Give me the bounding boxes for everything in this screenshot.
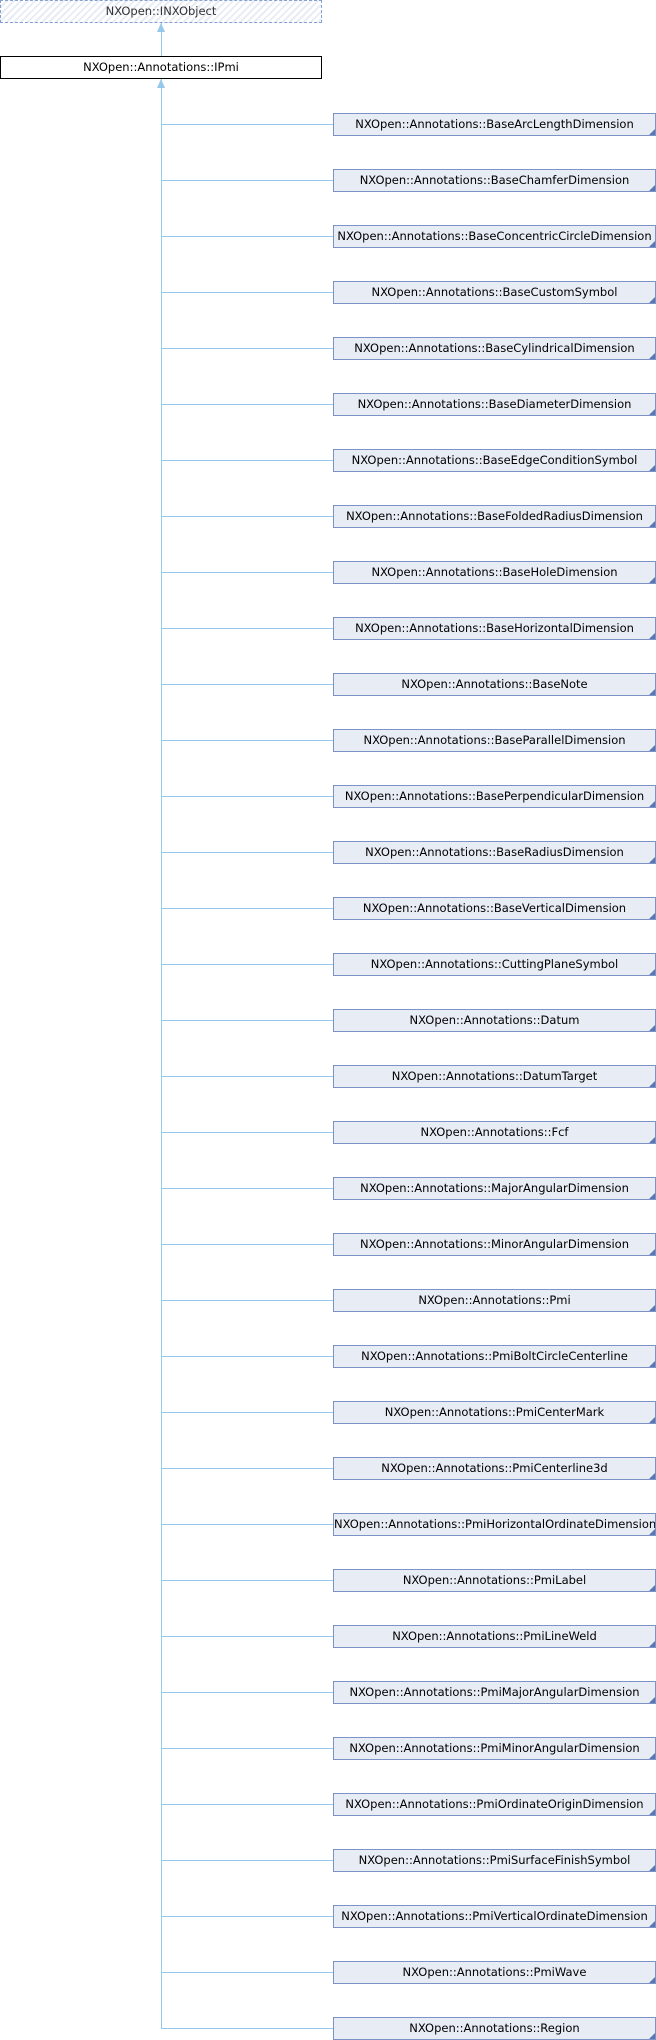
derived-class-node[interactable]: NXOpen::Annotations::MinorAngularDimensi…: [333, 1233, 656, 1256]
inheritance-branch-line: [161, 796, 333, 797]
derived-class-node[interactable]: NXOpen::Annotations::BaseNote: [333, 673, 656, 696]
inheritance-branch-line: [161, 1132, 333, 1133]
inheritance-branch-line: [161, 1580, 333, 1581]
derived-class-node[interactable]: NXOpen::Annotations::PmiBoltCircleCenter…: [333, 1345, 656, 1368]
inheritance-branch-line: [161, 572, 333, 573]
inheritance-branch-line: [161, 460, 333, 461]
inheritance-branch-line: [161, 348, 333, 349]
derived-class-node[interactable]: NXOpen::Annotations::BaseDiameterDimensi…: [333, 393, 656, 416]
derived-class-node[interactable]: NXOpen::Annotations::BaseRadiusDimension: [333, 841, 656, 864]
inheritance-branch-line: [161, 1412, 333, 1413]
inheritance-arrow-icon: [157, 79, 165, 88]
inheritance-branch-line: [161, 404, 333, 405]
derived-class-node[interactable]: NXOpen::Annotations::BaseParallelDimensi…: [333, 729, 656, 752]
derived-class-node[interactable]: NXOpen::Annotations::Region: [333, 2017, 656, 2040]
inheritance-trunk-line: [161, 79, 162, 2029]
derived-class-node[interactable]: NXOpen::Annotations::PmiOrdinateOriginDi…: [333, 1793, 656, 1816]
inheritance-branch-line: [161, 1020, 333, 1021]
inheritance-branch-line: [161, 1748, 333, 1749]
derived-class-node[interactable]: NXOpen::Annotations::CuttingPlaneSymbol: [333, 953, 656, 976]
inheritance-arrow-icon: [157, 23, 165, 32]
inheritance-branch-line: [161, 1972, 333, 1973]
inheritance-branch-line: [161, 2028, 333, 2029]
derived-class-node[interactable]: NXOpen::Annotations::PmiWave: [333, 1961, 656, 1984]
inheritance-branch-line: [161, 516, 333, 517]
inheritance-branch-line: [161, 1356, 333, 1357]
derived-class-node[interactable]: NXOpen::Annotations::BaseHoleDimension: [333, 561, 656, 584]
derived-class-node[interactable]: NXOpen::Annotations::BaseEdgeConditionSy…: [333, 449, 656, 472]
derived-class-node[interactable]: NXOpen::Annotations::Datum: [333, 1009, 656, 1032]
derived-class-node[interactable]: NXOpen::Annotations::PmiCenterline3d: [333, 1457, 656, 1480]
derived-class-node[interactable]: NXOpen::Annotations::BaseConcentricCircl…: [333, 225, 656, 248]
derived-class-node[interactable]: NXOpen::Annotations::BaseVerticalDimensi…: [333, 897, 656, 920]
derived-class-node[interactable]: NXOpen::Annotations::Fcf: [333, 1121, 656, 1144]
inheritance-branch-line: [161, 1468, 333, 1469]
inheritance-branch-line: [161, 1636, 333, 1637]
ancestor-class-node[interactable]: NXOpen::INXObject: [0, 0, 322, 23]
inheritance-line-ancestor: [161, 23, 162, 56]
inheritance-branch-line: [161, 124, 333, 125]
inheritance-branch-line: [161, 236, 333, 237]
derived-class-node[interactable]: NXOpen::Annotations::BaseCustomSymbol: [333, 281, 656, 304]
inheritance-branch-line: [161, 908, 333, 909]
inheritance-branch-line: [161, 292, 333, 293]
derived-class-node[interactable]: NXOpen::Annotations::Pmi: [333, 1289, 656, 1312]
derived-class-node[interactable]: NXOpen::Annotations::PmiSurfaceFinishSym…: [333, 1849, 656, 1872]
derived-class-node[interactable]: NXOpen::Annotations::BaseHorizontalDimen…: [333, 617, 656, 640]
derived-class-node[interactable]: NXOpen::Annotations::PmiLineWeld: [333, 1625, 656, 1648]
base-class-node: NXOpen::Annotations::IPmi: [0, 56, 322, 79]
derived-class-node[interactable]: NXOpen::Annotations::BaseChamferDimensio…: [333, 169, 656, 192]
inheritance-branch-line: [161, 1076, 333, 1077]
inheritance-branch-line: [161, 740, 333, 741]
inheritance-branch-line: [161, 852, 333, 853]
inheritance-branch-line: [161, 1188, 333, 1189]
derived-class-node[interactable]: NXOpen::Annotations::PmiLabel: [333, 1569, 656, 1592]
derived-class-node[interactable]: NXOpen::Annotations::PmiMinorAngularDime…: [333, 1737, 656, 1760]
derived-class-node[interactable]: NXOpen::Annotations::PmiHorizontalOrdina…: [333, 1513, 656, 1536]
inheritance-branch-line: [161, 1524, 333, 1525]
derived-class-node[interactable]: NXOpen::Annotations::PmiMajorAngularDime…: [333, 1681, 656, 1704]
inheritance-branch-line: [161, 1916, 333, 1917]
derived-class-node[interactable]: NXOpen::Annotations::BaseFoldedRadiusDim…: [333, 505, 656, 528]
inheritance-branch-line: [161, 1300, 333, 1301]
inheritance-branch-line: [161, 964, 333, 965]
derived-class-node[interactable]: NXOpen::Annotations::BaseCylindricalDime…: [333, 337, 656, 360]
derived-class-node[interactable]: NXOpen::Annotations::PmiCenterMark: [333, 1401, 656, 1424]
derived-class-node[interactable]: NXOpen::Annotations::BasePerpendicularDi…: [333, 785, 656, 808]
derived-class-node[interactable]: NXOpen::Annotations::DatumTarget: [333, 1065, 656, 1088]
inheritance-branch-line: [161, 628, 333, 629]
inheritance-branch-line: [161, 1860, 333, 1861]
inheritance-branch-line: [161, 1804, 333, 1805]
inheritance-branch-line: [161, 180, 333, 181]
inheritance-branch-line: [161, 1692, 333, 1693]
inheritance-branch-line: [161, 1244, 333, 1245]
inheritance-branch-line: [161, 684, 333, 685]
derived-class-node[interactable]: NXOpen::Annotations::PmiVerticalOrdinate…: [333, 1905, 656, 1928]
derived-class-node[interactable]: NXOpen::Annotations::BaseArcLengthDimens…: [333, 113, 656, 136]
derived-class-node[interactable]: NXOpen::Annotations::MajorAngularDimensi…: [333, 1177, 656, 1200]
